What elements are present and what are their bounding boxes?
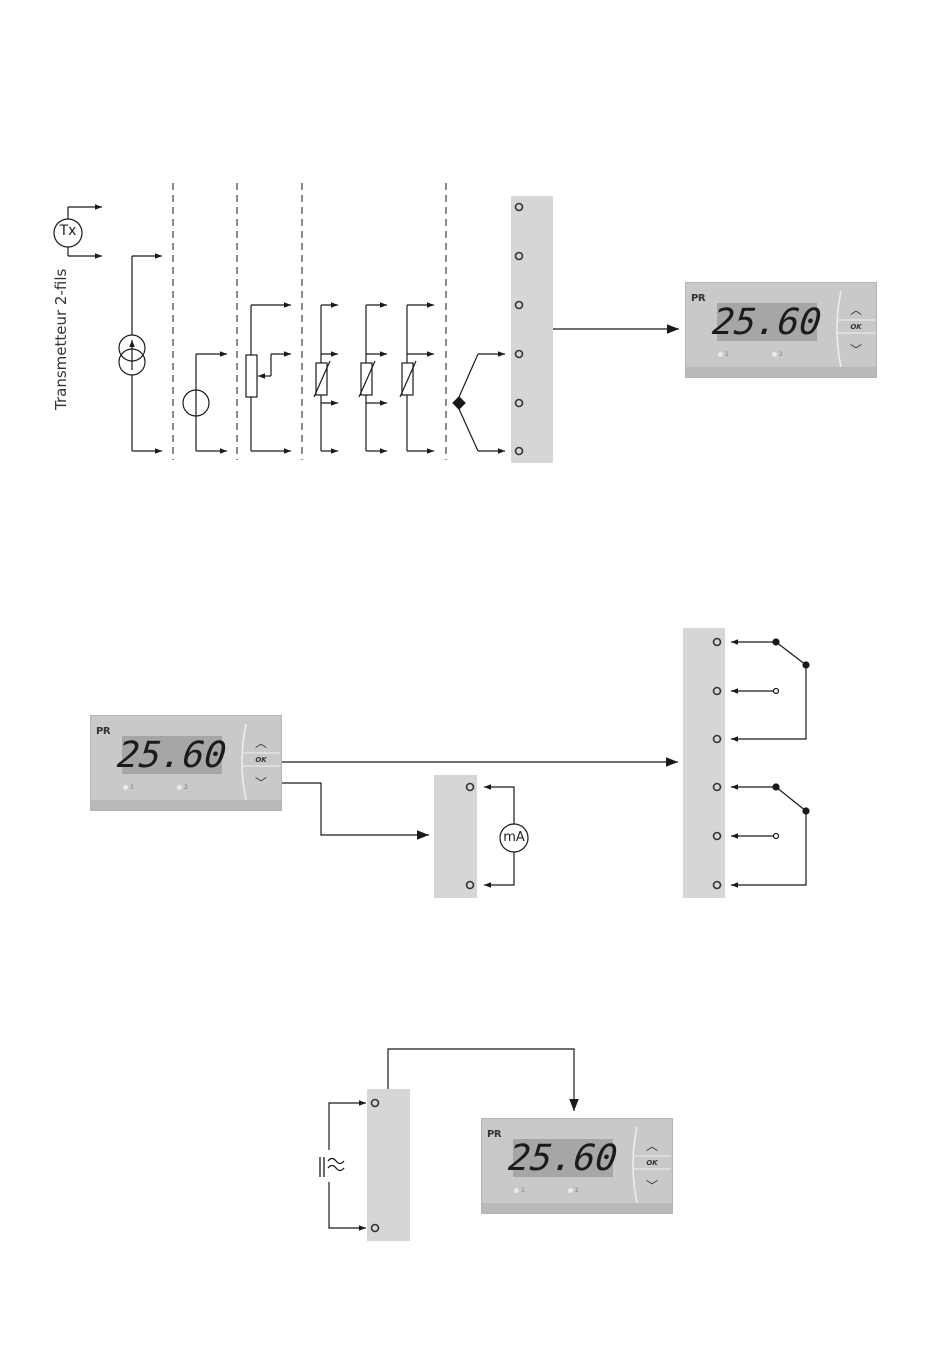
input-section [54,183,679,463]
output-section [282,628,809,898]
supply-terminal-block [367,1089,410,1241]
relay-1-contacts [731,639,809,739]
led-1-indicator [514,1188,519,1193]
potentiometer-symbol [246,305,291,451]
ac-dc-supply-icon [320,1157,344,1177]
transmitter-label: Tx [57,223,79,239]
lcd-reading: 25.60 [511,1139,615,1177]
led-2-label: 2 [575,1187,579,1194]
led-1: 1 [123,784,134,791]
led-2: 2 [568,1187,579,1194]
led-2-indicator [772,352,777,357]
ok-button[interactable]: OK [639,1155,665,1171]
pr-logo: PR [487,1129,501,1140]
display-panel-1: PR 25.60 1 2 ︿ OK ﹀ [685,282,877,378]
button-column: ︿ OK ﹀ [631,1127,671,1203]
lcd-reading: 25.60 [715,303,819,341]
chevron-down-icon[interactable]: ﹀ [639,1177,665,1193]
separator-lines [173,183,446,460]
chevron-down-icon[interactable]: ﹀ [248,774,274,790]
input-terminal-block [511,196,553,463]
thermocouple-symbol [453,354,505,451]
button-column: ︿ OK ﹀ [240,724,280,800]
led-2-label: 2 [779,351,783,358]
led-2: 2 [177,784,188,791]
led-1-label: 1 [521,1187,525,1194]
led-1-label: 1 [130,784,134,791]
display-to-analog-arrow [282,783,429,835]
ok-button[interactable]: OK [843,319,869,335]
led-2-indicator [177,785,182,790]
button-column: ︿ OK ﹀ [835,291,875,367]
led-1: 1 [514,1187,525,1194]
relay-2-contacts [731,784,809,885]
rtd-4wire-symbol [314,305,338,451]
led-1-indicator [718,352,723,357]
display-panel-3: PR 25.60 1 2 ︿ OK ﹀ [481,1118,673,1214]
transmitter-caption: Transmetteur 2-fils [52,269,70,410]
chevron-up-icon[interactable]: ︿ [843,301,869,317]
led-1-label: 1 [725,351,729,358]
rtd-3wire-symbol [359,305,387,451]
relay-terminal-block [683,628,725,898]
led-1-indicator [123,785,128,790]
pr-logo: PR [691,293,705,304]
milliamp-meter-label: mA [500,830,528,845]
lcd-screen: 25.60 [122,736,222,774]
pr-logo: PR [96,726,110,737]
lcd-screen: 25.60 [717,303,817,341]
voltage-source-symbol [183,354,227,451]
ok-button[interactable]: OK [248,752,274,768]
lcd-reading: 25.60 [120,736,224,774]
panel-footer [686,367,876,377]
panel-footer [91,800,281,810]
panel-footer [482,1203,672,1213]
chevron-up-icon[interactable]: ︿ [639,1137,665,1153]
led-2-indicator [568,1188,573,1193]
led-1: 1 [718,351,729,358]
led-2: 2 [772,351,783,358]
lcd-screen: 25.60 [513,1139,613,1177]
supply-to-display-arrow [388,1049,574,1111]
led-2-label: 2 [184,784,188,791]
display-panel-2: PR 25.60 1 2 ︿ OK ﹀ [90,715,282,811]
current-source-symbol [119,256,162,451]
rtd-2wire-symbol [400,305,434,451]
chevron-up-icon[interactable]: ︿ [248,734,274,750]
chevron-down-icon[interactable]: ﹀ [843,341,869,357]
